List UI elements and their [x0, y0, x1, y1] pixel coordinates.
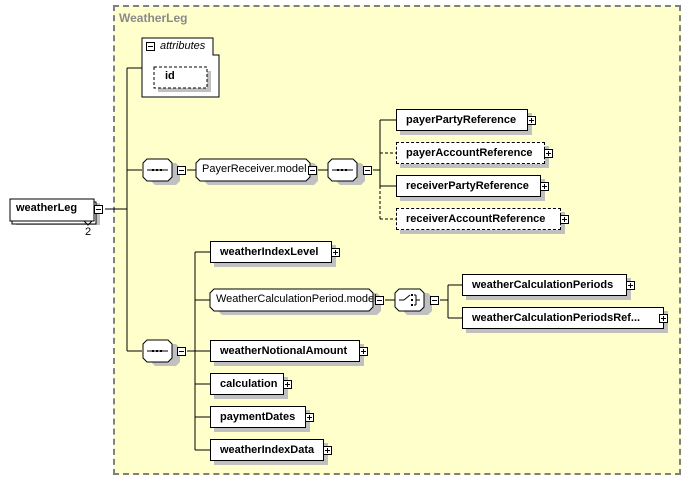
- element-weathernotionalamount[interactable]: weatherNotionalAmount: [210, 340, 360, 362]
- receiveraccountreference-expand-button[interactable]: [560, 215, 569, 224]
- attributes-collapse-button[interactable]: [146, 42, 155, 51]
- weathernotionalamount-expand-button[interactable]: [359, 347, 368, 356]
- weathercalculationperiods-expand-button[interactable]: [626, 281, 635, 290]
- payerpartyreference-expand-button[interactable]: [527, 116, 536, 125]
- group-payerreceiver-model-label: PayerReceiver.model: [202, 163, 307, 175]
- element-label: weatherIndexLevel: [220, 246, 319, 258]
- sequence-3-collapse-button[interactable]: [177, 347, 186, 356]
- weathercalculationperiodsreference-expand-button[interactable]: [659, 314, 668, 323]
- attributes-label: attributes: [160, 40, 206, 52]
- element-weatherindexlevel[interactable]: weatherIndexLevel: [210, 241, 332, 263]
- group-payerreceiver-model[interactable]: [195, 158, 318, 185]
- element-calculation[interactable]: calculation: [210, 373, 284, 395]
- element-receiveraccountreference[interactable]: receiverAccountReference: [396, 208, 561, 230]
- element-weathercalculationperiodsreference[interactable]: weatherCalculationPeriodsRef...: [462, 307, 664, 329]
- attribute-id[interactable]: id: [165, 70, 175, 82]
- choice-1-collapse-button[interactable]: [430, 296, 439, 305]
- element-receiverpartyreference[interactable]: receiverPartyReference: [396, 175, 541, 197]
- element-payeraccountreference[interactable]: payerAccountReference: [396, 142, 545, 164]
- element-label: weatherNotionalAmount: [220, 345, 348, 357]
- root-element-weatherleg[interactable]: weatherLeg: [16, 202, 78, 214]
- weatherindexlevel-expand-button[interactable]: [331, 248, 340, 257]
- sequence-2[interactable]: [327, 158, 365, 185]
- choice-1[interactable]: [394, 288, 432, 315]
- element-weathercalculationperiods[interactable]: weatherCalculationPeriods: [462, 274, 627, 296]
- sequence-2-collapse-button[interactable]: [363, 166, 372, 175]
- sequence-1[interactable]: [142, 158, 180, 185]
- element-label: payerAccountReference: [406, 147, 533, 159]
- group2-collapse-button[interactable]: [375, 296, 384, 305]
- element-label: weatherIndexData: [220, 444, 315, 456]
- element-label: weatherCalculationPeriodsRef...: [472, 312, 641, 324]
- element-label: payerPartyReference: [406, 114, 517, 126]
- calculation-expand-button[interactable]: [283, 380, 292, 389]
- group-weathercalculationperiod-model[interactable]: [209, 288, 381, 315]
- group-weathercalculationperiod-model-label: WeatherCalculationPeriod.model: [216, 293, 377, 305]
- element-payerpartyreference[interactable]: payerPartyReference: [396, 109, 528, 131]
- sequence-1-collapse-button[interactable]: [177, 166, 186, 175]
- element-label: receiverPartyReference: [406, 180, 529, 192]
- element-label: weatherCalculationPeriods: [472, 279, 614, 291]
- element-label: paymentDates: [220, 411, 296, 423]
- paymentdates-expand-button[interactable]: [305, 413, 314, 422]
- element-paymentdates[interactable]: paymentDates: [210, 406, 306, 428]
- element-weatherindexdata[interactable]: weatherIndexData: [210, 439, 324, 461]
- group1-collapse-button[interactable]: [308, 166, 317, 175]
- payeraccountreference-expand-button[interactable]: [544, 149, 553, 158]
- root-collapse-button[interactable]: [94, 205, 103, 214]
- root-cardinality: 2: [85, 226, 92, 238]
- element-label: receiverAccountReference: [406, 213, 546, 225]
- receiverpartyreference-expand-button[interactable]: [540, 182, 549, 191]
- sequence-3[interactable]: [142, 339, 180, 366]
- container-title: WeatherLeg: [119, 11, 188, 25]
- weatherindexdata-expand-button[interactable]: [323, 446, 332, 455]
- element-label: calculation: [220, 378, 278, 390]
